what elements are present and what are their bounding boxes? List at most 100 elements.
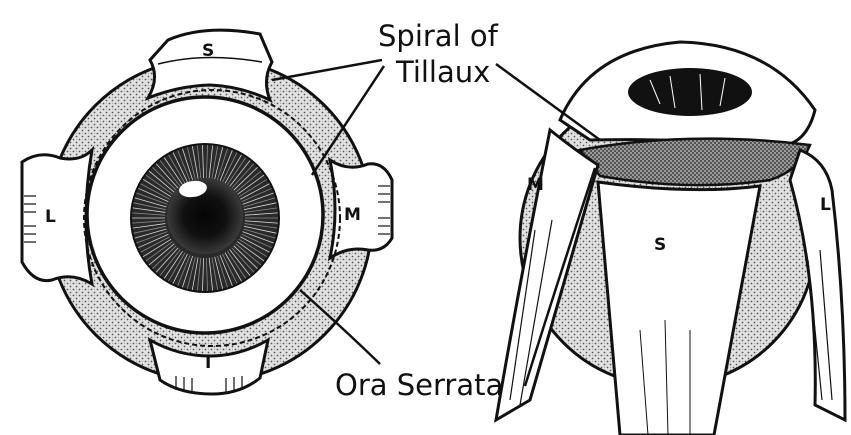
iris-ray <box>224 252 242 282</box>
iris-ray <box>172 253 188 284</box>
side-lateral-muscle <box>788 148 847 423</box>
iris-ray <box>132 212 166 216</box>
iris-ray <box>148 170 175 193</box>
side-insertion-band <box>577 137 812 187</box>
iris-ray <box>208 257 214 291</box>
iris-ray <box>182 148 194 181</box>
iris-ray <box>219 150 233 182</box>
iris-ray <box>140 236 170 253</box>
iris-ray <box>211 146 219 179</box>
front-label-superior: S <box>202 41 214 61</box>
iris-rays <box>132 145 278 291</box>
side-label-superior: S <box>654 235 666 255</box>
iris-ray <box>202 257 205 291</box>
side-pupil <box>628 68 752 116</box>
iris-ray <box>148 243 175 266</box>
iris-ray <box>145 174 173 195</box>
iris-ray <box>191 146 199 179</box>
iris-ray <box>152 167 177 191</box>
iris-ray <box>134 197 167 208</box>
iris-ray <box>214 147 224 180</box>
iris-ray <box>244 212 278 216</box>
iris-ray <box>222 253 238 284</box>
iris-ray <box>233 245 258 269</box>
ora-serrata-label: Ora Serrata <box>335 368 503 402</box>
iris-ray <box>238 238 268 258</box>
iris-ray <box>227 250 247 279</box>
iris-ray <box>168 252 186 282</box>
iris-ray <box>138 233 169 249</box>
iris-ray <box>202 145 205 179</box>
iris-ray <box>237 241 265 262</box>
iris-ray <box>231 163 255 189</box>
iris-ray <box>244 207 278 213</box>
iris-ray <box>177 254 191 286</box>
iris-ray <box>142 238 172 258</box>
iris-ray <box>182 255 194 288</box>
iris-ray <box>229 160 251 187</box>
iris-ray <box>159 249 181 276</box>
iris-ray <box>242 231 274 244</box>
side-medial-muscle <box>493 127 600 423</box>
iris-ray <box>241 233 272 249</box>
iris-ray <box>241 187 272 203</box>
iris-ray <box>155 163 179 189</box>
iris-ray <box>222 152 238 183</box>
side-superior-muscle <box>596 180 762 435</box>
iris-ray <box>142 178 172 198</box>
iris-ray <box>140 183 170 200</box>
iris-ray <box>240 236 270 253</box>
iris-ray <box>244 202 277 211</box>
iris-ray <box>186 147 196 180</box>
iris-ray <box>231 247 255 273</box>
iris-ray <box>233 167 258 191</box>
iris-ray <box>138 187 169 203</box>
side-label-medial: M <box>527 175 544 195</box>
iris-ray <box>216 148 228 181</box>
iris-ray <box>214 256 224 289</box>
front-lateral-muscle <box>20 145 95 288</box>
front-ora-serrata <box>83 89 341 347</box>
side-view-eye: M L S <box>493 40 847 435</box>
iris-ray <box>244 223 278 229</box>
front-medial-muscle <box>327 156 394 262</box>
iris-ray <box>205 257 208 291</box>
front-label-lateral: L <box>45 207 56 227</box>
front-pupil-highlight <box>179 180 207 198</box>
iris-ray <box>219 254 233 286</box>
iris-ray <box>152 245 177 269</box>
front-superior-muscle <box>144 28 274 103</box>
iris-ray <box>216 255 228 288</box>
iris-ray <box>242 192 274 205</box>
iris-ray <box>163 157 183 186</box>
iris-ray <box>243 228 276 239</box>
iris-ray <box>243 197 276 208</box>
iris-ray <box>132 207 166 213</box>
iris-ray <box>136 192 168 205</box>
iris-ray <box>235 170 262 193</box>
iris-ray <box>237 174 265 195</box>
iris-ray <box>159 160 181 187</box>
iris-ray <box>163 250 183 279</box>
iris-ray <box>229 249 251 276</box>
iris-ray <box>186 256 196 289</box>
iris-ray <box>235 243 262 266</box>
iris-ray <box>177 150 191 182</box>
iris-ray <box>205 145 208 179</box>
iris-ray <box>240 183 270 200</box>
iris-ray <box>132 223 166 229</box>
iris-ray <box>134 228 167 239</box>
iris-ray <box>196 145 202 179</box>
iris-ray <box>132 220 166 224</box>
leader-lines <box>271 58 601 387</box>
front-label-medial: M <box>344 205 361 225</box>
iris-ray <box>155 247 179 273</box>
iris-ray <box>196 257 202 291</box>
iris-ray <box>244 225 277 234</box>
spiral-label-line2: Tillaux <box>395 55 490 89</box>
side-label-lateral: L <box>820 195 831 215</box>
iris-ray <box>224 154 242 184</box>
iris-ray <box>208 145 214 179</box>
iris-ray <box>244 220 278 224</box>
